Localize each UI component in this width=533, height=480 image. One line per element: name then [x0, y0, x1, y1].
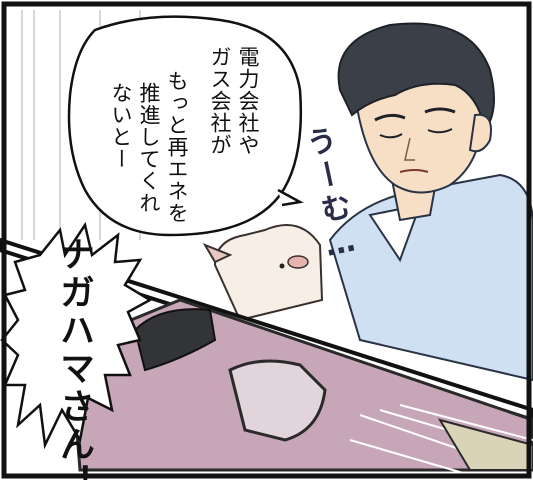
bubble-line-4: 推進してくれ: [137, 82, 161, 214]
shout-text: ナガハマさん！: [54, 236, 94, 480]
bubble-line-5: ないとー: [109, 82, 133, 170]
dog: [213, 224, 324, 322]
car-dark-part: [133, 308, 217, 372]
bubble-line-2: ガス会社が: [208, 46, 232, 156]
bubble-line-1: 電力会社や: [236, 46, 260, 156]
bubble-line-3: もっと再エネを: [165, 70, 189, 224]
speech-bubble-top: [67, 15, 303, 237]
man-hair: [337, 22, 495, 133]
